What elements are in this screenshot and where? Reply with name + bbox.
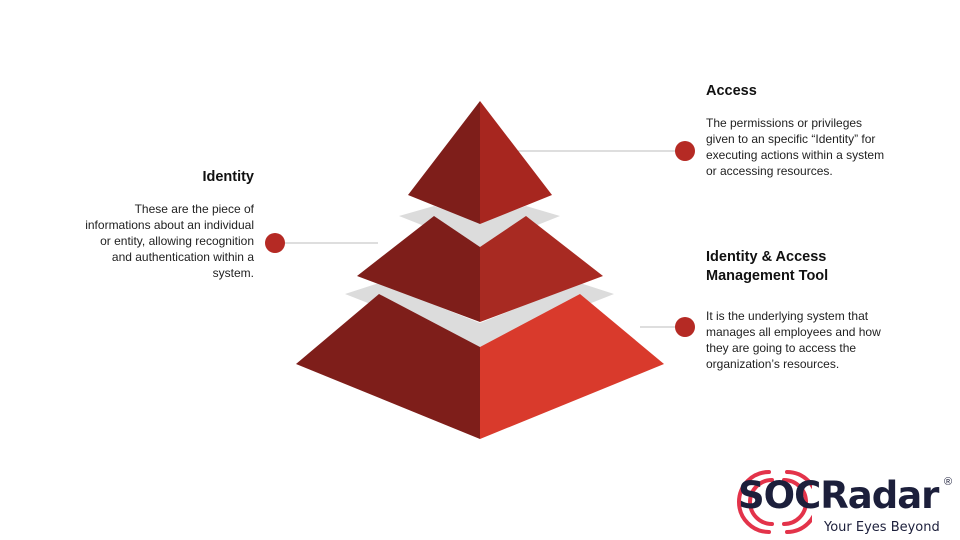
pyramid-tier-bottom <box>296 294 664 439</box>
iam-description: It is the underlying system that manages… <box>706 309 881 371</box>
separator-upper <box>399 206 560 248</box>
iam-label-block: Identity & Access Management Tool It is … <box>706 248 886 372</box>
iam-title: Identity & Access Management Tool <box>706 249 829 284</box>
identity-description: These are the piece of informations abou… <box>85 202 254 280</box>
identity-title: Identity <box>202 169 254 185</box>
separator-lower <box>345 283 614 347</box>
pyramid-tier-top <box>408 101 552 224</box>
access-title: Access <box>706 83 757 99</box>
logo-wordmark: SOCRadar <box>738 474 939 517</box>
pyramid-tier-middle <box>357 216 603 322</box>
identity-label-block: Identity These are the piece of informat… <box>80 168 254 281</box>
logo-tagline: Your Eyes Beyond <box>824 520 940 535</box>
socradar-logo: SOCRadar ® Your Eyes Beyond <box>732 466 960 540</box>
logo-registered-mark: ® <box>944 476 953 488</box>
access-label-block: Access The permissions or privileges giv… <box>706 82 890 179</box>
marker-access <box>675 141 695 161</box>
marker-iam <box>675 317 695 337</box>
access-description: The permissions or privileges given to a… <box>706 116 885 178</box>
radar-waves-icon <box>737 470 812 534</box>
marker-identity <box>265 233 285 253</box>
